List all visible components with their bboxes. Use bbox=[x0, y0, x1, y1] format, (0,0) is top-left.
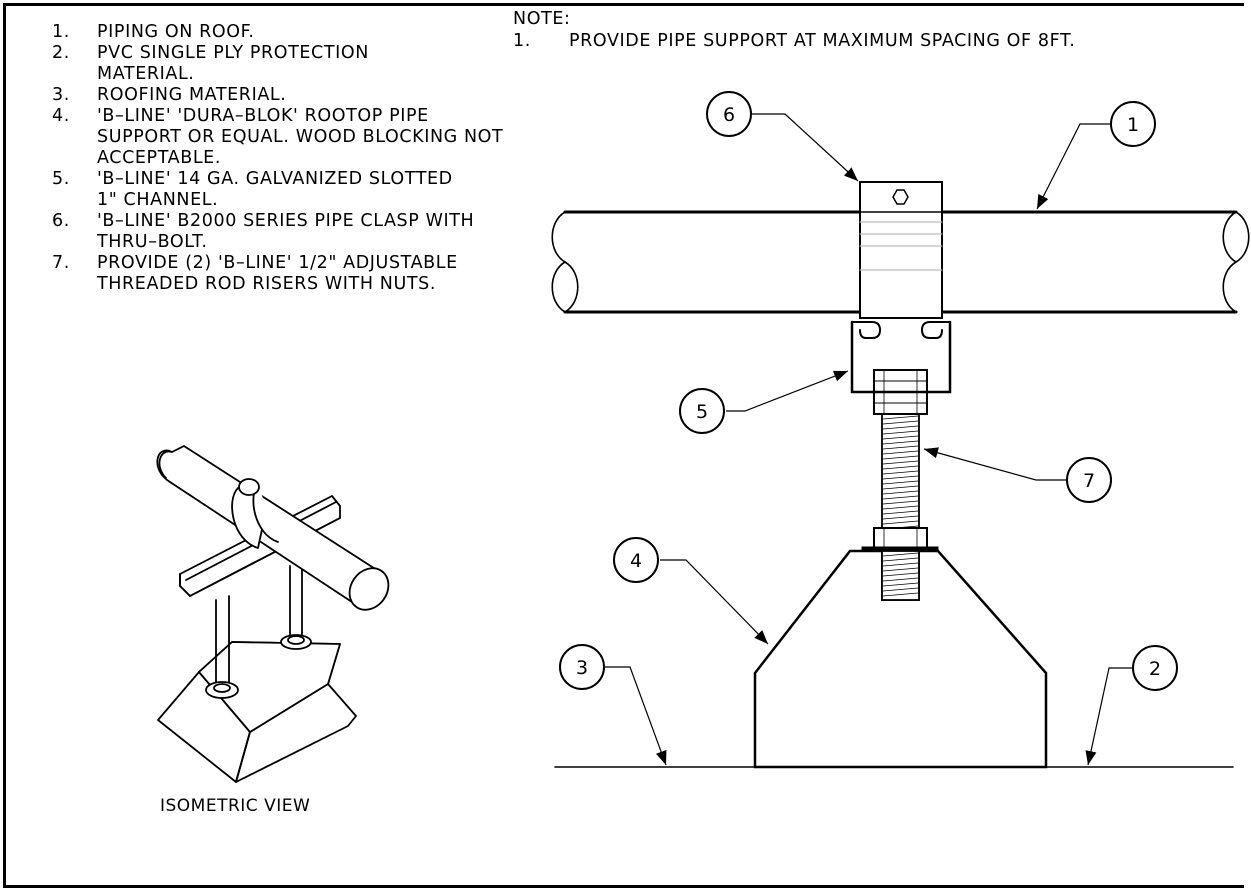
callout-3-number: 3 bbox=[576, 657, 588, 679]
keyed-note-2: 2. PVC SINGLE PLY PROTECTION MATERIAL. bbox=[52, 43, 537, 85]
keyed-note-number: 3. bbox=[52, 85, 70, 105]
general-note-text: PROVIDE PIPE SUPPORT AT MAXIMUM SPACING … bbox=[569, 31, 1076, 51]
rod-thread bbox=[882, 577, 919, 582]
rod-thread bbox=[882, 455, 919, 460]
callout-bubbles bbox=[559, 91, 1178, 691]
callout-4-number: 4 bbox=[630, 550, 642, 572]
rod-thread bbox=[882, 587, 919, 592]
rod-thread bbox=[882, 470, 919, 475]
keyed-note-4: 4. 'B–LINE' 'DURA–BLOK' ROOTOP PIPE SUPP… bbox=[52, 106, 537, 169]
keyed-note-7: 7. PROVIDE (2) 'B–LINE' 1/2" ADJUSTABLE … bbox=[52, 253, 537, 295]
sheet-border bbox=[3, 3, 1244, 888]
dura-blok-base bbox=[753, 549, 1048, 769]
keyed-note-text: PIPING ON ROOF. bbox=[97, 22, 255, 42]
keyed-note-text: 'B–LINE' 14 GA. GALVANIZED SLOTTED 1" CH… bbox=[97, 169, 453, 210]
leader-lines bbox=[605, 113, 1132, 766]
keyed-note-number: 4. bbox=[52, 106, 70, 126]
top-nut bbox=[873, 369, 928, 415]
rod-thread bbox=[882, 440, 919, 445]
rod-thread bbox=[882, 557, 919, 562]
iso-rod-risers bbox=[205, 561, 312, 699]
keyed-note-number: 2. bbox=[52, 43, 70, 63]
rod-thread bbox=[882, 425, 919, 430]
rod-thread bbox=[882, 485, 919, 490]
keyed-note-text: 'B–LINE' B2000 SERIES PIPE CLASP WITH TH… bbox=[97, 211, 475, 252]
rod-thread bbox=[882, 592, 919, 597]
general-note-heading: NOTE: bbox=[513, 9, 571, 29]
rod-thread bbox=[882, 445, 919, 450]
callout-7 bbox=[1066, 457, 1112, 503]
keyed-notes-list: 1. PIPING ON ROOF. 2. PVC SINGLE PLY PRO… bbox=[52, 22, 537, 295]
rod-thread bbox=[882, 420, 919, 425]
callout-2 bbox=[1132, 645, 1178, 691]
rod-thread bbox=[882, 510, 919, 515]
keyed-note-6: 6. 'B–LINE' B2000 SERIES PIPE CLASP WITH… bbox=[52, 211, 537, 253]
rod-thread bbox=[882, 572, 919, 577]
rod-thread bbox=[882, 495, 919, 500]
general-note-row: 1. PROVIDE PIPE SUPPORT AT MAXIMUM SPACI… bbox=[513, 30, 1075, 52]
keyed-note-number: 7. bbox=[52, 253, 70, 273]
rod-thread bbox=[882, 480, 919, 485]
keyed-note-text: ROOFING MATERIAL. bbox=[97, 85, 287, 105]
callout-1-number: 1 bbox=[1127, 114, 1139, 136]
keyed-note-text: PROVIDE (2) 'B–LINE' 1/2" ADJUSTABLE THR… bbox=[97, 253, 458, 294]
rod-thread bbox=[882, 562, 919, 567]
keyed-note-number: 5. bbox=[52, 169, 70, 189]
callout-4 bbox=[613, 537, 659, 583]
keyed-note-text: 'B–LINE' 'DURA–BLOK' ROOTOP PIPE SUPPORT… bbox=[97, 106, 504, 168]
isometric-view-label: ISOMETRIC VIEW bbox=[160, 796, 311, 816]
rod-thread bbox=[882, 567, 919, 572]
rod-thread bbox=[882, 460, 919, 465]
rod-thread bbox=[882, 465, 919, 470]
callout-1 bbox=[1110, 101, 1156, 147]
rod-thread bbox=[882, 515, 919, 520]
keyed-note-1: 1. PIPING ON ROOF. bbox=[52, 22, 537, 43]
rod-thread bbox=[882, 450, 919, 455]
pipe-clasp bbox=[859, 181, 943, 319]
rod-thread bbox=[882, 475, 919, 480]
rod-thread bbox=[882, 435, 919, 440]
keyed-note-3: 3. ROOFING MATERIAL. bbox=[52, 85, 537, 106]
keyed-note-number: 6. bbox=[52, 211, 70, 231]
rod-thread bbox=[882, 430, 919, 435]
rod-thread bbox=[882, 490, 919, 495]
callout-2-number: 2 bbox=[1149, 658, 1161, 680]
general-note: NOTE: 1. PROVIDE PIPE SUPPORT AT MAXIMUM… bbox=[513, 8, 1075, 52]
rod-thread bbox=[882, 520, 919, 525]
general-note-number: 1. bbox=[513, 31, 531, 51]
iso-base-block bbox=[157, 641, 357, 783]
iso-pipe-clasp bbox=[231, 478, 279, 549]
pipe bbox=[551, 210, 1250, 314]
callout-7-number: 7 bbox=[1083, 470, 1095, 492]
rod-thread bbox=[882, 505, 919, 510]
keyed-note-text: PVC SINGLE PLY PROTECTION MATERIAL. bbox=[97, 43, 369, 84]
rod-thread bbox=[882, 500, 919, 505]
threaded-rod bbox=[881, 413, 920, 601]
callout-5 bbox=[679, 388, 725, 434]
callout-6 bbox=[706, 91, 752, 137]
callout-6-number: 6 bbox=[723, 104, 735, 126]
rod-thread bbox=[882, 582, 919, 587]
rod-thread bbox=[882, 415, 919, 420]
keyed-note-5: 5. 'B–LINE' 14 GA. GALVANIZED SLOTTED 1"… bbox=[52, 169, 537, 211]
isometric-view bbox=[156, 445, 390, 783]
rod-thread bbox=[882, 552, 919, 557]
callout-5-number: 5 bbox=[696, 401, 708, 423]
bottom-nut bbox=[861, 527, 939, 552]
keyed-note-number: 1. bbox=[52, 22, 70, 42]
callout-3 bbox=[559, 644, 605, 690]
elevation-view bbox=[551, 181, 1250, 769]
